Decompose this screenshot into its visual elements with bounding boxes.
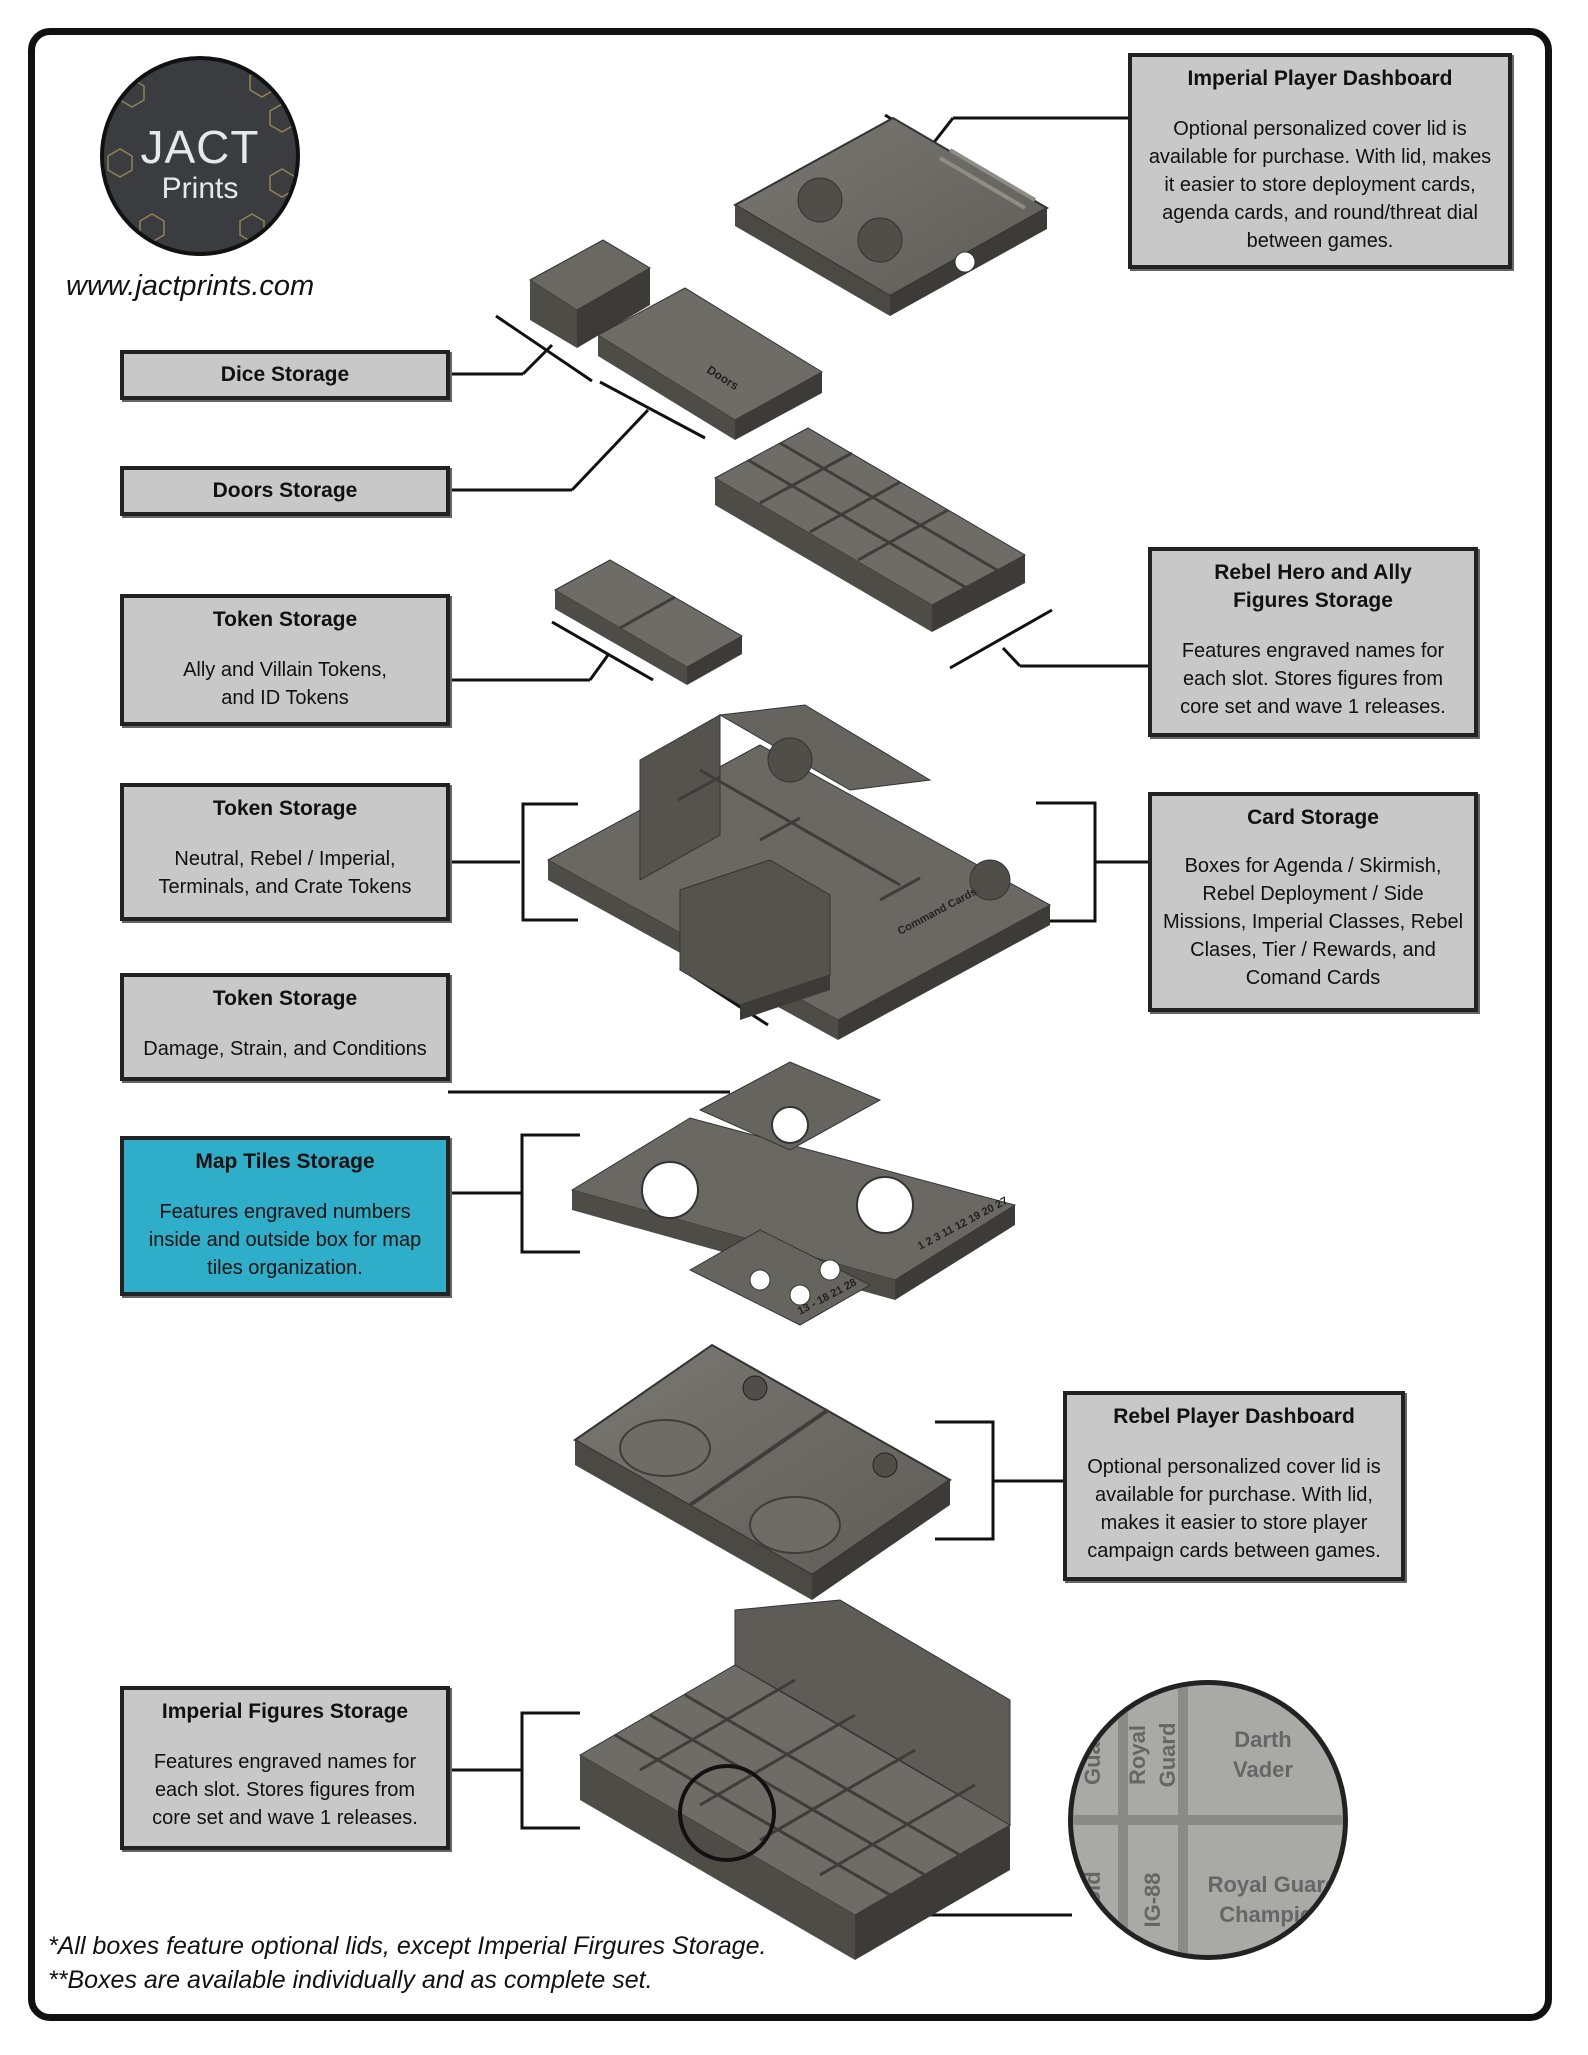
hexagon-pattern-icon bbox=[107, 68, 295, 243]
imperial-dashboard-title: Imperial Player Dashboard bbox=[1187, 67, 1453, 90]
imperial-figures-storage-title: Imperial Figures Storage bbox=[161, 1700, 409, 1723]
rebel-hero-storage-model bbox=[713, 427, 1027, 632]
footnote-2: **Boxes are available individually and a… bbox=[48, 1966, 653, 1994]
damage-token-storage-callout: Token Storage Damage, Strain, and Condit… bbox=[120, 973, 450, 1081]
damage-token-storage-desc: Damage, Strain, and Conditions bbox=[143, 1038, 427, 1060]
map-tiles-storage-model: 1 2 3 11 12 19 20 27 13 - 18 21 28 bbox=[570, 1061, 1017, 1326]
doors-storage-model: Doors bbox=[597, 287, 823, 440]
map-tiles-storage-title: Map Tiles Storage bbox=[195, 1150, 375, 1173]
rebel-hero-storage-callout: Rebel Hero and Ally Figures Storage Feat… bbox=[1148, 547, 1478, 737]
neutral-token-storage-title: Token Storage bbox=[212, 797, 358, 820]
zoom-droid-label: Droid bbox=[1080, 1871, 1105, 1929]
logo-line-1: JACT bbox=[140, 121, 260, 173]
rebel-hero-storage-title: Rebel Hero and Ally Figures Storage bbox=[1214, 561, 1412, 612]
doors-storage-callout: Doors Storage bbox=[120, 466, 450, 516]
card-storage-callout: Card Storage Boxes for Agenda / Skirmish… bbox=[1148, 792, 1478, 1012]
ally-token-storage-callout: Token Storage Ally and Villain Tokens, a… bbox=[120, 594, 450, 726]
website-url[interactable]: www.jactprints.com bbox=[66, 270, 315, 302]
imperial-dashboard-model bbox=[732, 116, 1050, 316]
dice-storage-title: Dice Storage bbox=[220, 363, 350, 386]
imperial-dashboard-desc: Optional personalized cover lid is avail… bbox=[1148, 118, 1492, 252]
neutral-token-storage-callout: Token Storage Neutral, Rebel / Imperial,… bbox=[120, 783, 450, 921]
map-tiles-storage-desc: Features engraved numbers inside and out… bbox=[148, 1201, 422, 1279]
page-frame bbox=[28, 28, 1552, 2021]
rebel-hero-storage-desc: Features engraved names for each slot. S… bbox=[1180, 640, 1446, 718]
zoom-royal-guard-champion-label: Royal Guard Champion bbox=[1207, 1872, 1339, 1927]
rebel-dashboard-title: Rebel Player Dashboard bbox=[1113, 1405, 1355, 1428]
card-storage-title: Card Storage bbox=[1247, 806, 1379, 829]
card-storage-desc: Boxes for Agenda / Skirmish, Rebel Deplo… bbox=[1162, 855, 1464, 989]
ally-token-storage-model bbox=[553, 559, 744, 685]
zoom-darth-vader-label: Darth Vader bbox=[1233, 1727, 1293, 1782]
neutral-token-storage-desc: Neutral, Rebel / Imperial, Terminals, an… bbox=[158, 848, 412, 898]
doors-storage-title: Doors Storage bbox=[212, 479, 358, 502]
map-tiles-storage-callout: Map Tiles Storage Features engraved numb… bbox=[120, 1136, 450, 1296]
zoom-ig88-label: IG-88 bbox=[1140, 1872, 1165, 1928]
logo-line-2: Prints bbox=[161, 172, 239, 205]
ally-token-storage-title: Token Storage bbox=[212, 608, 358, 631]
slot-grid bbox=[1073, 1685, 1343, 1955]
rebel-dashboard-model bbox=[573, 1343, 952, 1600]
imperial-figures-storage-model bbox=[579, 1599, 1011, 1960]
damage-token-storage-title: Token Storage bbox=[212, 987, 358, 1010]
imperial-figures-storage-desc: Features engraved names for each slot. S… bbox=[152, 1751, 418, 1829]
jact-prints-logo: JACT Prints bbox=[100, 56, 300, 256]
imperial-dashboard-callout: Imperial Player Dashboard Optional perso… bbox=[1128, 53, 1512, 269]
zoom-royal-guard-label: Royal Guard bbox=[1125, 1722, 1180, 1788]
dice-storage-callout: Dice Storage bbox=[120, 350, 450, 400]
zoom-guard-label: Guard bbox=[1080, 1720, 1105, 1785]
rebel-dashboard-callout: Rebel Player Dashboard Optional personal… bbox=[1063, 1391, 1405, 1581]
rebel-dashboard-desc: Optional personalized cover lid is avail… bbox=[1087, 1456, 1381, 1562]
magnified-slot-detail: Guard Royal Guard Darth Vader Droid IG-8… bbox=[1068, 1680, 1348, 1960]
footnote-1: *All boxes feature optional lids, except… bbox=[48, 1932, 767, 1960]
ally-token-storage-desc: Ally and Villain Tokens, and ID Tokens bbox=[183, 659, 387, 709]
card-storage-model: Command Cards bbox=[546, 704, 1052, 1040]
imperial-figures-storage-callout: Imperial Figures Storage Features engrav… bbox=[120, 1686, 450, 1850]
dice-storage-model bbox=[529, 239, 651, 348]
